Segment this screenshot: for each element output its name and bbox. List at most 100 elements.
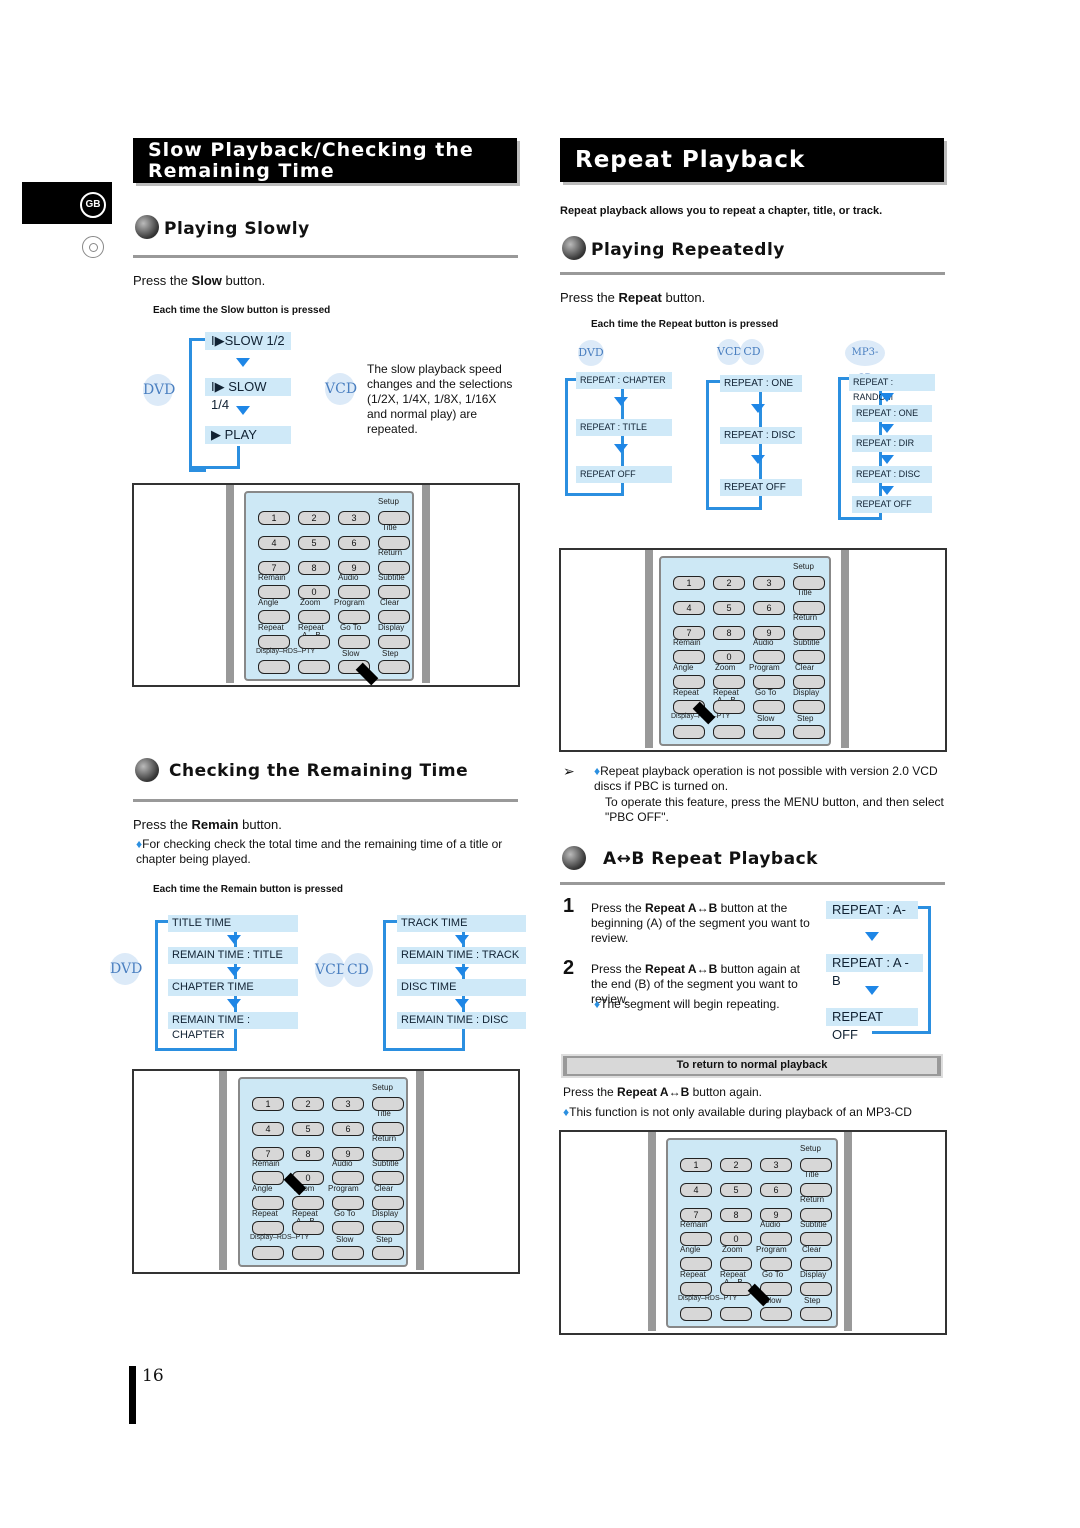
display-button[interactable] <box>372 1221 404 1235</box>
key-3[interactable]: 3 <box>760 1158 792 1172</box>
key-1[interactable]: 1 <box>680 1158 712 1172</box>
pty-button[interactable] <box>713 725 745 739</box>
zoom-button[interactable] <box>720 1257 752 1271</box>
pty-button[interactable] <box>720 1307 752 1321</box>
display-button[interactable] <box>378 635 410 649</box>
key-8[interactable]: 8 <box>292 1147 324 1161</box>
key-7[interactable]: 7 <box>252 1147 284 1161</box>
repeat-ab-button[interactable] <box>713 700 745 714</box>
key-9[interactable]: 9 <box>760 1208 792 1222</box>
slow-button[interactable] <box>760 1307 792 1321</box>
key-1[interactable]: 1 <box>252 1097 284 1111</box>
step-button[interactable] <box>378 660 410 674</box>
key-3[interactable]: 3 <box>338 511 370 525</box>
repeat-button[interactable] <box>258 635 290 649</box>
key-7[interactable]: 7 <box>258 561 290 575</box>
zoom-button[interactable] <box>713 675 745 689</box>
zoom-button[interactable] <box>298 610 330 624</box>
title-button[interactable] <box>793 601 825 615</box>
angle-button[interactable] <box>258 610 290 624</box>
repeat-ab-button[interactable] <box>298 635 330 649</box>
angle-button[interactable] <box>673 675 705 689</box>
clear-button[interactable] <box>800 1257 832 1271</box>
rds-button[interactable] <box>673 725 705 739</box>
pty-button[interactable] <box>292 1246 324 1260</box>
key-2[interactable]: 2 <box>298 511 330 525</box>
key-5[interactable]: 5 <box>720 1183 752 1197</box>
return-button[interactable] <box>800 1208 832 1222</box>
key-5[interactable]: 5 <box>713 601 745 615</box>
title-button[interactable] <box>800 1183 832 1197</box>
key-6[interactable]: 6 <box>753 601 785 615</box>
angle-button[interactable] <box>680 1257 712 1271</box>
audio-button[interactable] <box>760 1232 792 1246</box>
pty-button[interactable] <box>298 660 330 674</box>
step-button[interactable] <box>793 725 825 739</box>
key-1[interactable]: 1 <box>673 576 705 590</box>
subtitle-button[interactable] <box>800 1232 832 1246</box>
step-button[interactable] <box>372 1246 404 1260</box>
title-button[interactable] <box>378 536 410 550</box>
program-button[interactable] <box>338 610 370 624</box>
key-3[interactable]: 3 <box>753 576 785 590</box>
setup-button[interactable] <box>800 1158 832 1172</box>
return-button[interactable] <box>793 626 825 640</box>
key-1[interactable]: 1 <box>258 511 290 525</box>
key-9[interactable]: 9 <box>332 1147 364 1161</box>
subtitle-button[interactable] <box>372 1171 404 1185</box>
rds-button[interactable] <box>258 660 290 674</box>
repeat-button[interactable] <box>680 1282 712 1296</box>
rds-button[interactable] <box>252 1246 284 1260</box>
key-6[interactable]: 6 <box>760 1183 792 1197</box>
repeat-button[interactable] <box>252 1221 284 1235</box>
key-4[interactable]: 4 <box>252 1122 284 1136</box>
setup-button[interactable] <box>372 1097 404 1111</box>
repeat-ab-button[interactable] <box>292 1221 324 1235</box>
subtitle-button[interactable] <box>378 585 410 599</box>
key-2[interactable]: 2 <box>720 1158 752 1172</box>
clear-button[interactable] <box>372 1196 404 1210</box>
goto-button[interactable] <box>332 1221 364 1235</box>
key-6[interactable]: 6 <box>338 536 370 550</box>
slow-button[interactable] <box>332 1246 364 1260</box>
repeat-ab-button[interactable] <box>720 1282 752 1296</box>
audio-button[interactable] <box>332 1171 364 1185</box>
slow-button[interactable] <box>753 725 785 739</box>
step-button[interactable] <box>800 1307 832 1321</box>
display-button[interactable] <box>800 1282 832 1296</box>
audio-button[interactable] <box>338 585 370 599</box>
audio-button[interactable] <box>753 650 785 664</box>
clear-button[interactable] <box>793 675 825 689</box>
program-button[interactable] <box>760 1257 792 1271</box>
key-9[interactable]: 9 <box>338 561 370 575</box>
key-8[interactable]: 8 <box>298 561 330 575</box>
title-button[interactable] <box>372 1122 404 1136</box>
program-button[interactable] <box>753 675 785 689</box>
key-2[interactable]: 2 <box>713 576 745 590</box>
key-4[interactable]: 4 <box>673 601 705 615</box>
setup-button[interactable] <box>793 576 825 590</box>
remain-button[interactable] <box>252 1171 284 1185</box>
remain-button[interactable] <box>673 650 705 664</box>
key-8[interactable]: 8 <box>720 1208 752 1222</box>
key-0[interactable]: 0 <box>298 585 330 599</box>
rds-button[interactable] <box>680 1307 712 1321</box>
key-0[interactable]: 0 <box>713 650 745 664</box>
program-button[interactable] <box>332 1196 364 1210</box>
return-button[interactable] <box>378 561 410 575</box>
key-0[interactable]: 0 <box>720 1232 752 1246</box>
key-7[interactable]: 7 <box>673 626 705 640</box>
subtitle-button[interactable] <box>793 650 825 664</box>
key-3[interactable]: 3 <box>332 1097 364 1111</box>
key-4[interactable]: 4 <box>258 536 290 550</box>
remain-button[interactable] <box>680 1232 712 1246</box>
remain-button[interactable] <box>258 585 290 599</box>
key-7[interactable]: 7 <box>680 1208 712 1222</box>
goto-button[interactable] <box>753 700 785 714</box>
zoom-button[interactable] <box>292 1196 324 1210</box>
setup-button[interactable] <box>378 511 410 525</box>
key-5[interactable]: 5 <box>298 536 330 550</box>
key-8[interactable]: 8 <box>713 626 745 640</box>
angle-button[interactable] <box>252 1196 284 1210</box>
clear-button[interactable] <box>378 610 410 624</box>
